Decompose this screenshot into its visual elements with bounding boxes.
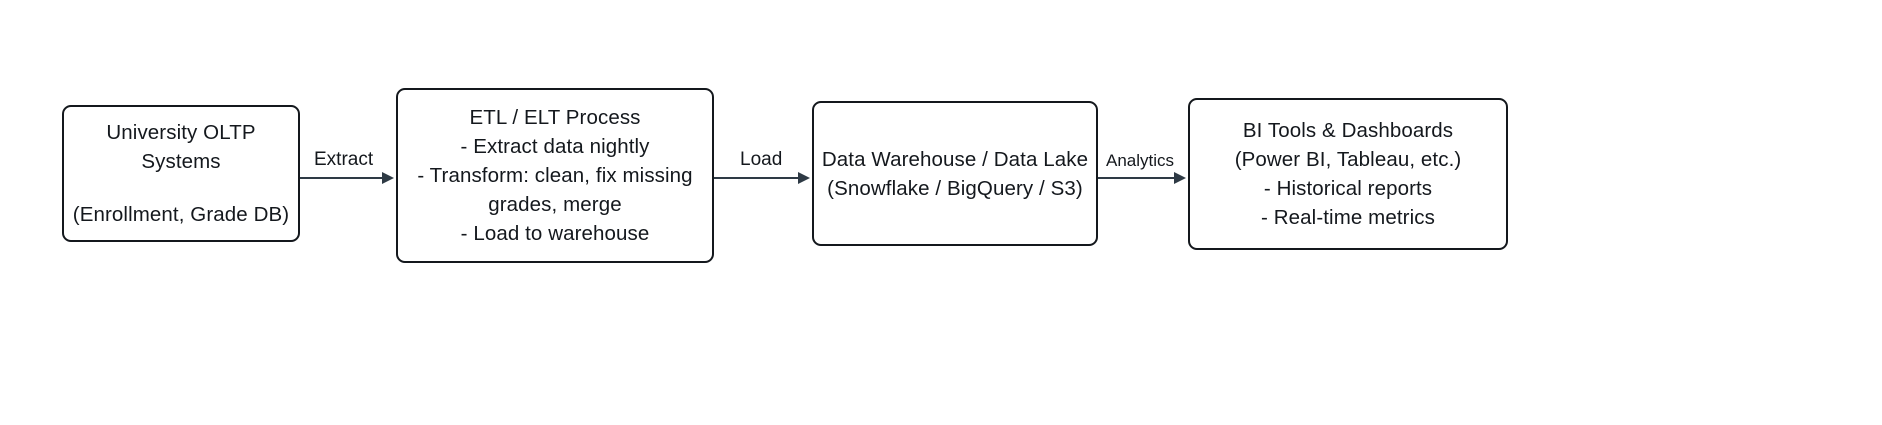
node-data-warehouse-data-lake[interactable]: Data Warehouse / Data Lake (Snowflake / …	[812, 101, 1098, 246]
node-etl-line-4: grades, merge	[488, 193, 622, 216]
node-bi-line-1: BI Tools & Dashboards	[1242, 119, 1454, 142]
arrow-head-icon-extract	[382, 171, 394, 184]
edge-label-analytics: Analytics	[1103, 150, 1178, 172]
node-etl-line-1: ETL / ELT Process	[469, 106, 641, 129]
node-warehouse-line-2: (Snowflake / BigQuery / S3)	[827, 176, 1083, 200]
node-oltp-line-1: University OLTP	[106, 121, 256, 144]
arrow-head-icon-load	[798, 171, 810, 184]
node-etl-line-5: - Load to warehouse	[460, 222, 650, 245]
edge-label-load: Load	[737, 149, 786, 171]
node-warehouse-line-1: Data Warehouse / Data Lake	[821, 147, 1089, 171]
node-bi-line-3: - Historical reports	[1263, 177, 1433, 200]
edge-label-extract: Extract	[311, 149, 377, 171]
arrow-head-icon-analytics	[1174, 171, 1186, 184]
edge-load-line	[714, 177, 800, 179]
edge-extract-line	[300, 177, 384, 179]
node-etl-elt-process[interactable]: ETL / ELT Process - Extract data nightly…	[396, 88, 714, 263]
node-bi-line-4: - Real-time metrics	[1261, 206, 1435, 229]
node-etl-line-3: - Transform: clean, fix missing	[417, 164, 693, 187]
node-bi-tools-dashboards[interactable]: BI Tools & Dashboards (Power BI, Tableau…	[1188, 98, 1508, 250]
node-oltp-line-4: (Enrollment, Grade DB)	[72, 203, 290, 226]
node-bi-line-2: (Power BI, Tableau, etc.)	[1234, 148, 1462, 171]
node-etl-line-2: - Extract data nightly	[460, 135, 650, 158]
edge-analytics-line	[1098, 177, 1176, 179]
node-university-oltp-systems[interactable]: University OLTP Systems (Enrollment, Gra…	[62, 105, 300, 242]
node-oltp-line-2: Systems	[141, 150, 221, 173]
